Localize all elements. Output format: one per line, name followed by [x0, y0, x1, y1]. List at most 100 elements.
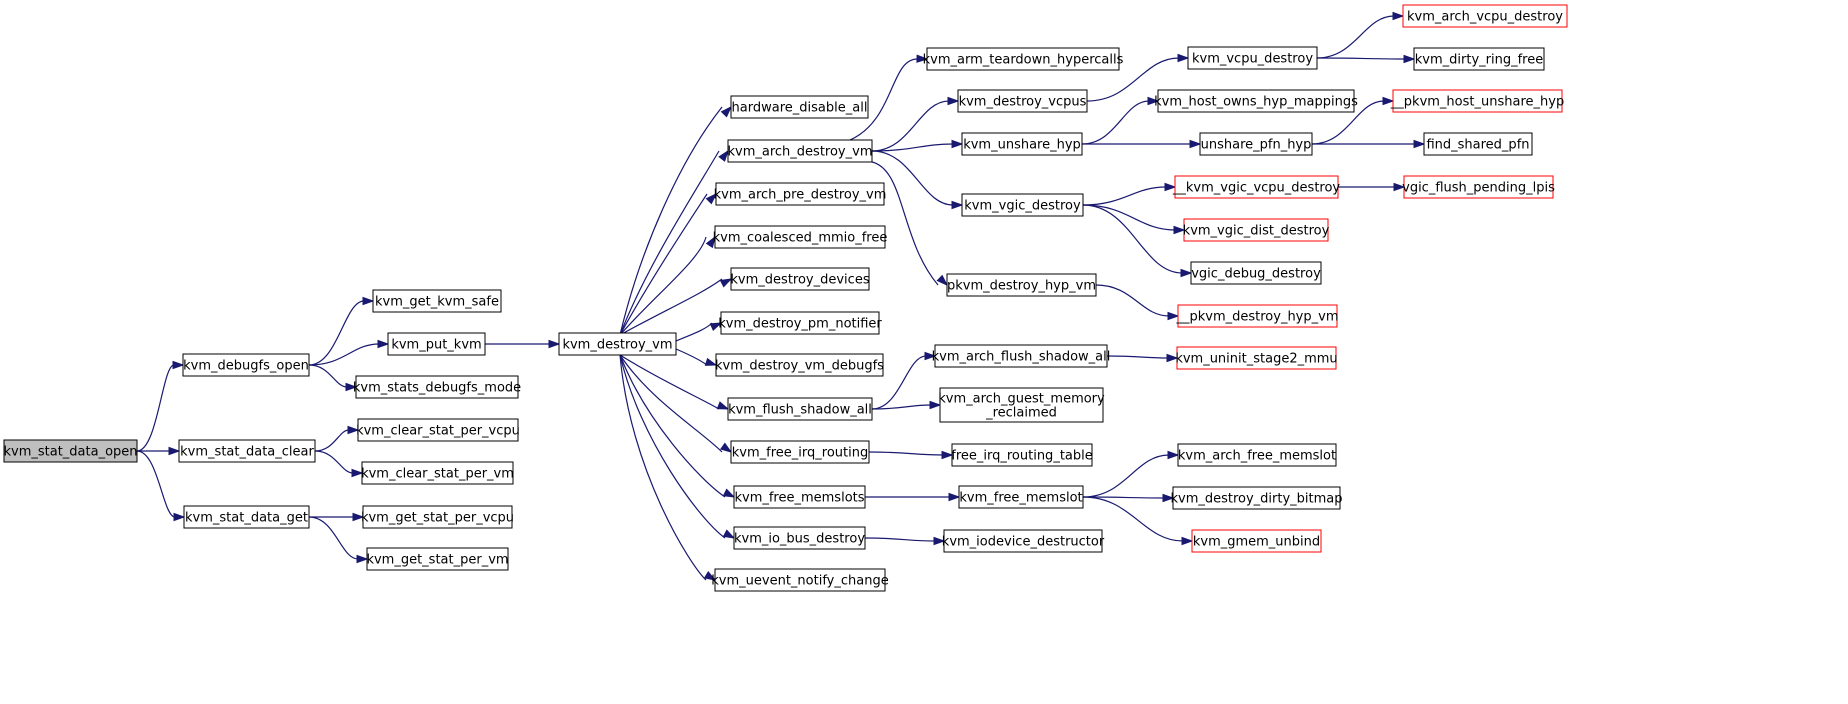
edge-line — [868, 451, 944, 456]
node-kvm-dirty-ring-free[interactable]: kvm_dirty_ring_free — [1413, 47, 1545, 71]
node-label: kvm_host_owns_hyp_mappings — [1154, 95, 1358, 110]
node-kvm-arch-vcpu-destroy[interactable]: kvm_arch_vcpu_destroy — [1402, 4, 1568, 28]
node-kvm-uevent-notify-change[interactable]: kvm_uevent_notify_change — [711, 568, 889, 592]
node-free-irq-routing-table[interactable]: free_irq_routing_table — [951, 443, 1093, 467]
node-kvm-arch-destroy-vm[interactable]: kvm_arch_destroy_vm — [727, 139, 873, 163]
node-kvm-arch-guest-memory-reclaimed[interactable]: kvm_arch_guest_memory_reclaimed — [938, 387, 1105, 423]
node-label: kvm_vcpu_destroy — [1192, 52, 1313, 67]
node-kvm-stat-data-clear[interactable]: kvm_stat_data_clear — [178, 439, 316, 463]
node-label: kvm_unshare_hyp — [963, 138, 1081, 153]
node-box — [957, 89, 1088, 113]
edge-kvm-destroy-vm-to-kvm-free-irq-routing — [619, 354, 733, 453]
arrowhead-icon — [705, 192, 718, 205]
node-box — [387, 332, 486, 356]
node-vgic-flush-pending-lpis[interactable]: vgic_flush_pending_lpis — [1402, 175, 1555, 199]
arrowhead-icon — [1162, 493, 1175, 503]
node-label: unshare_pfn_hyp — [1201, 138, 1312, 153]
node-kvm-destroy-pm-notifier[interactable]: kvm_destroy_pm_notifier — [718, 311, 882, 335]
node-kvm-unshare-hyp[interactable]: kvm_unshare_hyp — [961, 132, 1083, 156]
node-kvm-arch-free-memslot[interactable]: kvm_arch_free_memslot — [1177, 443, 1337, 467]
edge-kvm-destroy-vm-to-kvm-arch-pre-destroy-vm — [619, 192, 718, 336]
edge-line — [1086, 57, 1180, 102]
node-kvm-vgic-dist-destroy[interactable]: kvm_vgic_dist_destroy — [1183, 218, 1330, 242]
node-kvm-free-memslots[interactable]: kvm_free_memslots — [733, 485, 866, 509]
arrowhead-icon — [1189, 139, 1202, 149]
node-kvm-flush-shadow-all[interactable]: kvm_flush_shadow_all — [727, 397, 873, 421]
node-pkvm-host-unshare-hyp[interactable]: __pkvm_host_unshare_hyp — [1390, 89, 1564, 113]
node-kvm-iodevice-destructor[interactable]: kvm_iodevice_destructor — [942, 529, 1105, 553]
edge-line — [619, 354, 707, 581]
node-kvm-uninit-stage2-mmu[interactable]: kvm_uninit_stage2_mmu — [1175, 346, 1338, 370]
node-kvm-free-irq-routing[interactable]: kvm_free_irq_routing — [730, 440, 870, 464]
node-label: kvm_vgic_dist_destroy — [1183, 224, 1330, 239]
node-kvm-host-owns-hyp-mappings[interactable]: kvm_host_owns_hyp_mappings — [1154, 89, 1358, 113]
arrowhead-icon — [722, 488, 736, 498]
arrowhead-icon — [1147, 96, 1160, 106]
edge-kvm-vgic-destroy-to-kvm-vgic-dist-destroy — [1082, 204, 1186, 235]
edge-line — [308, 343, 380, 366]
node-pkvm-destroy-hyp-vm[interactable]: __pkvm_destroy_hyp_vm — [1175, 304, 1339, 328]
node-kvm-stat-data-get[interactable]: kvm_stat_data_get — [183, 505, 310, 529]
node-box — [183, 505, 310, 529]
node-vgic-debug-destroy[interactable]: vgic_debug_destroy — [1190, 261, 1322, 285]
node-box — [943, 529, 1103, 553]
node-kvm-clear-stat-per-vcpu[interactable]: kvm_clear_stat_per_vcpu — [356, 418, 520, 442]
node-kvm-destroy-devices[interactable]: kvm_destroy_devices — [730, 267, 870, 291]
node-kvm-get-stat-per-vcpu[interactable]: kvm_get_stat_per_vcpu — [361, 505, 514, 529]
edge-kvm-destroy-vm-to-kvm-arch-destroy-vm — [619, 149, 729, 336]
node-kvm-clear-stat-per-vm[interactable]: kvm_clear_stat_per_vm — [361, 461, 514, 485]
node-kvm-free-memslot[interactable]: kvm_free_memslot — [958, 485, 1084, 509]
node-kvm-io-bus-destroy[interactable]: kvm_io_bus_destroy — [733, 526, 866, 550]
node-kvm-vgic-vcpu-destroy[interactable]: __kvm_vgic_vcpu_destroy — [1172, 175, 1341, 199]
node-kvm-arch-pre-destroy-vm[interactable]: kvm_arch_pre_destroy_vm — [714, 182, 887, 206]
node-kvm-gmem-unbind[interactable]: kvm_gmem_unbind — [1191, 529, 1322, 553]
node-box — [1177, 443, 1337, 467]
node-box — [1187, 46, 1318, 70]
edge-kvm-destroy-vm-to-kvm-free-memslots — [619, 354, 736, 498]
edge-kvm-destroy-vm-to-kvm-io-bus-destroy — [619, 354, 736, 539]
node-kvm-vgic-destroy[interactable]: kvm_vgic_destroy — [961, 193, 1084, 217]
node-kvm-vcpu-destroy[interactable]: kvm_vcpu_destroy — [1187, 46, 1318, 70]
node-label: __pkvm_host_unshare_hyp — [1390, 95, 1564, 110]
edge-kvm-arch-destroy-vm-to-kvm-unshare-hyp — [871, 139, 964, 152]
node-kvm-get-stat-per-vm[interactable]: kvm_get_stat_per_vm — [366, 547, 509, 571]
node-kvm-destroy-vcpus[interactable]: kvm_destroy_vcpus — [957, 89, 1088, 113]
node-label: kvm_arch_vcpu_destroy — [1407, 10, 1563, 25]
node-label: kvm_arch_pre_destroy_vm — [714, 188, 887, 203]
node-find-shared-pfn[interactable]: find_shared_pfn — [1423, 132, 1533, 156]
node-kvm-stats-debugfs-mode[interactable]: kvm_stats_debugfs_mode — [353, 375, 521, 399]
node-kvm-put-kvm[interactable]: kvm_put_kvm — [387, 332, 486, 356]
node-kvm-arch-flush-shadow-all[interactable]: kvm_arch_flush_shadow_all — [932, 344, 1111, 368]
node-pkvm-destroy-hyp-vm[interactable]: pkvm_destroy_hyp_vm — [946, 273, 1097, 297]
node-kvm-destroy-vm[interactable]: kvm_destroy_vm — [558, 332, 677, 356]
node-label: vgic_debug_destroy — [1191, 267, 1321, 282]
node-label: kvm_io_bus_destroy — [734, 532, 865, 547]
node-kvm-destroy-dirty-bitmap[interactable]: kvm_destroy_dirty_bitmap — [1170, 486, 1343, 510]
edge-kvm-free-memslots-to-kvm-free-memslot — [865, 492, 961, 502]
edge-line — [619, 150, 720, 336]
edge-kvm-stat-data-clear-to-kvm-clear-stat-per-vcpu — [314, 425, 360, 452]
node-kvm-arm-teardown-hypercalls[interactable]: kvm_arm_teardown_hypercalls — [923, 47, 1124, 71]
node-box — [1176, 346, 1337, 370]
edge-line — [1311, 100, 1385, 145]
arrowhead-icon — [1382, 96, 1395, 106]
node-box — [715, 182, 885, 206]
node-label: kvm_arch_flush_shadow_all — [932, 350, 1111, 365]
node-box — [727, 139, 873, 163]
arrowhead-icon — [351, 468, 364, 478]
arrowhead-icon — [1166, 353, 1179, 363]
node-label: pkvm_destroy_hyp_vm — [947, 279, 1096, 294]
node-kvm-coalesced-mmio-free[interactable]: kvm_coalesced_mmio_free — [713, 225, 888, 249]
arrowhead-icon — [1167, 450, 1180, 460]
node-box — [730, 267, 870, 291]
node-kvm-get-kvm-safe[interactable]: kvm_get_kvm_safe — [372, 289, 502, 313]
node-label: hardware_disable_all — [732, 101, 868, 116]
node-kvm-debugfs-open[interactable]: kvm_debugfs_open — [182, 353, 310, 377]
node-unshare-pfn-hyp[interactable]: unshare_pfn_hyp — [1199, 132, 1313, 156]
node-hardware-disable-all[interactable]: hardware_disable_all — [730, 95, 869, 119]
node-kvm-destroy-vm-debugfs[interactable]: kvm_destroy_vm_debugfs — [715, 353, 884, 377]
edge-kvm-destroy-vcpus-to-kvm-vcpu-destroy — [1086, 53, 1190, 102]
arrowhead-icon — [704, 357, 718, 366]
node-kvm-stat-data-open[interactable]: kvm_stat_data_open — [3, 439, 138, 463]
